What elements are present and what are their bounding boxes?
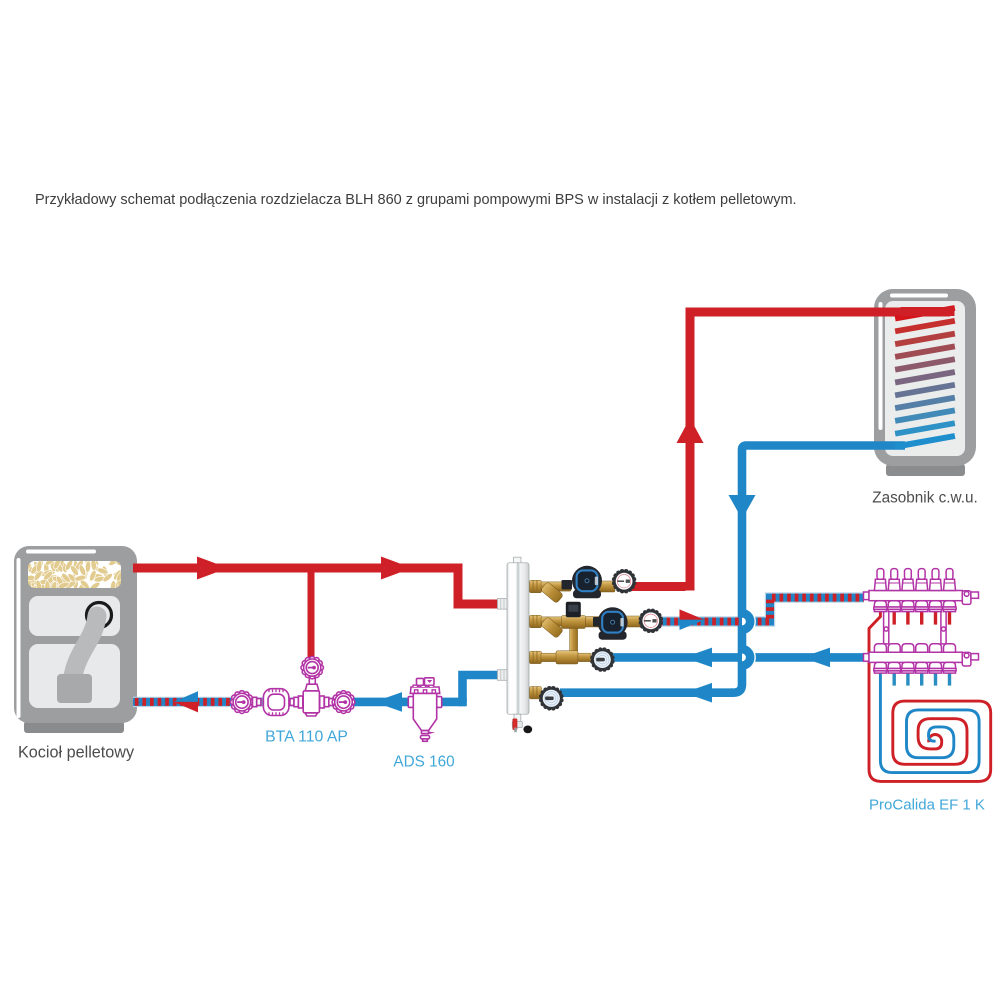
svg-text:ADS 160: ADS 160 — [393, 754, 454, 771]
svg-text:Przykładowy schemat podłączeni: Przykładowy schemat podłączenia rozdziel… — [35, 192, 797, 208]
svg-text:Zasobnik c.w.u.: Zasobnik c.w.u. — [872, 490, 977, 507]
svg-text:BTA 110 AP: BTA 110 AP — [265, 729, 348, 746]
svg-text:ProCalida EF 1 K: ProCalida EF 1 K — [869, 797, 985, 814]
svg-text:Kocioł pelletowy: Kocioł pelletowy — [18, 744, 135, 762]
